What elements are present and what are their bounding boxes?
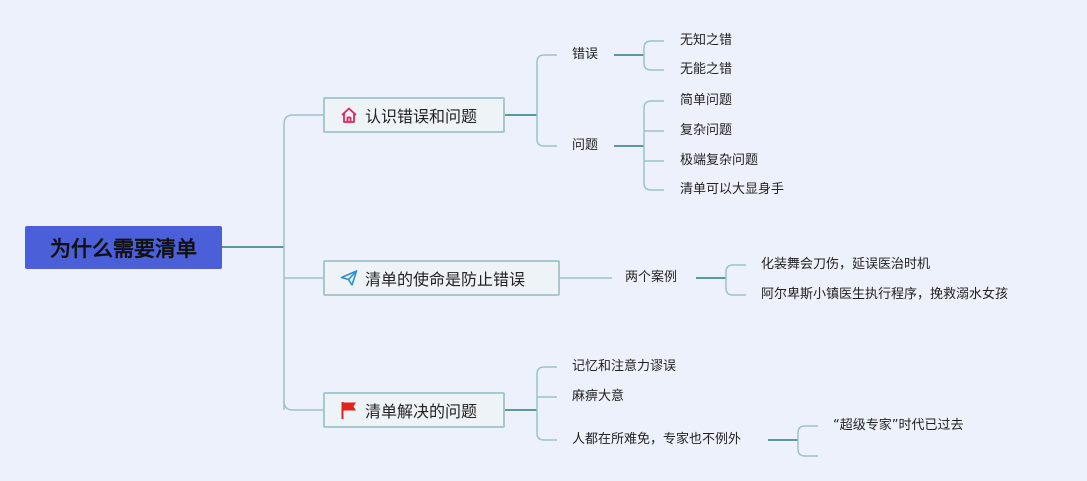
branch-checklist-mission[interactable]: 清单的使命是防止错误: [323, 260, 560, 296]
house-icon: [339, 105, 359, 125]
connector-problems-1: [643, 100, 664, 109]
topic-complex-problem[interactable]: 极端复杂问题: [680, 153, 759, 168]
connector-errors-1: [643, 40, 664, 49]
topic-memory-fallacy[interactable]: 记忆和注意力谬误: [572, 359, 677, 374]
branch-recognize-errors[interactable]: 认识错误和问题: [323, 97, 505, 133]
topic-checklist-shines[interactable]: 清单可以大显身手: [680, 182, 785, 197]
connector-cases-1: [725, 264, 746, 273]
connector-b3-3: [536, 432, 557, 441]
root-topic[interactable]: 为什么需要清单: [25, 226, 222, 269]
branch-label: 清单解决的问题: [365, 402, 478, 421]
connector-b1-errors: [536, 54, 557, 63]
paper-plane-icon: [339, 268, 359, 288]
connector-b1-trunk: [536, 62, 557, 147]
topic-errors[interactable]: 错误: [572, 47, 599, 62]
topic-carelessness[interactable]: 麻痹大意: [572, 389, 625, 404]
topic-two-cases[interactable]: 两个案例: [625, 270, 678, 285]
connector-errors-2: [643, 62, 664, 71]
connector-experts-1: [797, 425, 818, 434]
connector-branch-3: [283, 400, 323, 411]
topic-complicated-problem[interactable]: 复杂问题: [680, 123, 733, 138]
branch-label: 认识错误和问题: [365, 107, 478, 126]
flag-icon: [339, 400, 359, 420]
topic-ignorance-error[interactable]: 无知之错: [680, 33, 733, 48]
topic-case-2[interactable]: 阿尔卑斯小镇医生执行程序，挽救溺水女孩: [761, 287, 1009, 302]
connector-branch-1: [283, 114, 323, 125]
topic-problems[interactable]: 问题: [572, 138, 599, 153]
connector-b3-1: [536, 366, 557, 375]
topic-ineptitude-error[interactable]: 无能之错: [680, 62, 733, 77]
branch-label: 清单的使命是防止错误: [365, 270, 526, 289]
topic-super-expert-era[interactable]: “超级专家”时代已过去: [833, 418, 964, 433]
connector-cases-2: [725, 287, 746, 296]
topic-experts-too[interactable]: 人都在所难免，专家也不例外: [572, 432, 742, 447]
branch-problems-solved[interactable]: 清单解决的问题: [323, 392, 505, 428]
topic-simple-problem[interactable]: 简单问题: [680, 93, 733, 108]
topic-case-1[interactable]: 化装舞会刀伤，延误医治时机: [761, 257, 931, 272]
connector-experts-2: [797, 448, 818, 457]
connector-problems-4: [643, 182, 664, 191]
root-topic-label: 为什么需要清单: [50, 236, 197, 261]
